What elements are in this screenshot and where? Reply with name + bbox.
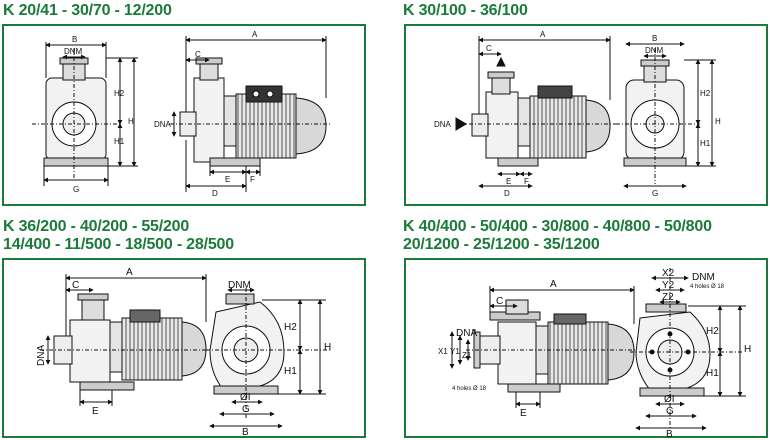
dim-label-DNM: DNM (64, 47, 83, 56)
holes-note: 4 holes Ø 18 (690, 284, 725, 290)
dim-label-H: H (744, 344, 751, 355)
dim-label-C: C (496, 296, 503, 307)
dim-label-DNM: DNM (228, 280, 251, 291)
drawing-front-view (630, 268, 746, 431)
dim-label-I-diam: ØI (240, 392, 251, 403)
dim-label-X1: X1 (438, 347, 448, 356)
section-subtitle: 14/400 - 11/500 - 18/500 - 28/500 (3, 236, 234, 253)
dim-label-H2: H2 (700, 89, 711, 98)
drawing-side-view (455, 36, 616, 189)
dim-label-E: E (506, 177, 511, 186)
holes-note: 4 holes Ø 18 (452, 386, 487, 392)
dim-label-H1: H1 (700, 139, 711, 148)
dim-label-E: E (520, 408, 527, 419)
dim-label-C: C (195, 50, 201, 59)
drawing-side-view (449, 286, 640, 408)
dim-label-G: G (73, 185, 79, 194)
dim-label-D: D (504, 189, 510, 198)
dim-label-A: A (550, 279, 557, 290)
dim-label-DNM: DNM (645, 46, 664, 55)
drawing-front-view (32, 42, 138, 186)
dim-label-H: H (715, 117, 721, 126)
dim-label-H2: H2 (284, 322, 297, 333)
dim-label-G: G (652, 189, 658, 198)
dim-label-H1: H1 (284, 366, 297, 377)
drawing-front-view (206, 287, 332, 429)
dim-label-H: H (324, 342, 331, 353)
dim-label-H1: H1 (706, 368, 719, 379)
dim-label-C: C (486, 44, 492, 53)
dim-label-DNA: DNA (154, 120, 172, 129)
dim-label-E: E (225, 175, 230, 184)
dim-label-X2: X2 (662, 268, 675, 279)
dim-label-DNA: DNA (434, 120, 452, 129)
dim-label-C: C (72, 280, 79, 291)
dim-label-A: A (540, 30, 546, 39)
dim-label-DNA: DNA (456, 328, 477, 339)
section-title: K 40/400 - 50/400 - 30/800 - 40/800 - 50… (403, 218, 712, 235)
section-title: K 36/200 - 40/200 - 55/200 (3, 218, 190, 235)
dim-label-Z2: Z2 (662, 292, 674, 303)
dim-label-DNM: DNM (692, 272, 715, 283)
dim-label-B: B (652, 34, 657, 43)
dim-label-F: F (250, 175, 255, 184)
dim-label-G: G (242, 404, 250, 415)
dim-label-Z1: Z1 (462, 351, 472, 360)
dim-label-H2: H2 (114, 89, 125, 98)
dim-label-F: F (524, 177, 529, 186)
section-subtitle: 20/1200 - 25/1200 - 35/1200 (403, 236, 600, 253)
drawing-side-view (170, 36, 332, 192)
dim-label-H2: H2 (706, 326, 719, 337)
dim-label-H: H (128, 117, 134, 126)
dim-label-DNA: DNA (36, 345, 47, 366)
dim-label-I-diam: ØI (664, 394, 675, 405)
dim-label-H1: H1 (114, 137, 125, 146)
section-title: K 30/100 - 36/100 (403, 2, 528, 19)
section-title: K 20/41 - 30/70 - 12/200 (3, 2, 172, 19)
dim-label-E: E (92, 406, 99, 417)
dim-label-G: G (666, 406, 674, 417)
dim-label-Y2: Y2 (662, 280, 675, 291)
dim-label-B: B (72, 35, 77, 44)
dim-label-B: B (666, 429, 673, 440)
drawing-side-view (40, 274, 214, 406)
dim-label-A: A (126, 267, 133, 278)
dim-label-B: B (242, 427, 249, 438)
dim-label-D: D (212, 189, 218, 198)
dim-label-Y1: Y1 (450, 347, 460, 356)
drawing-front-view (616, 41, 716, 189)
dim-label-A: A (252, 30, 258, 39)
